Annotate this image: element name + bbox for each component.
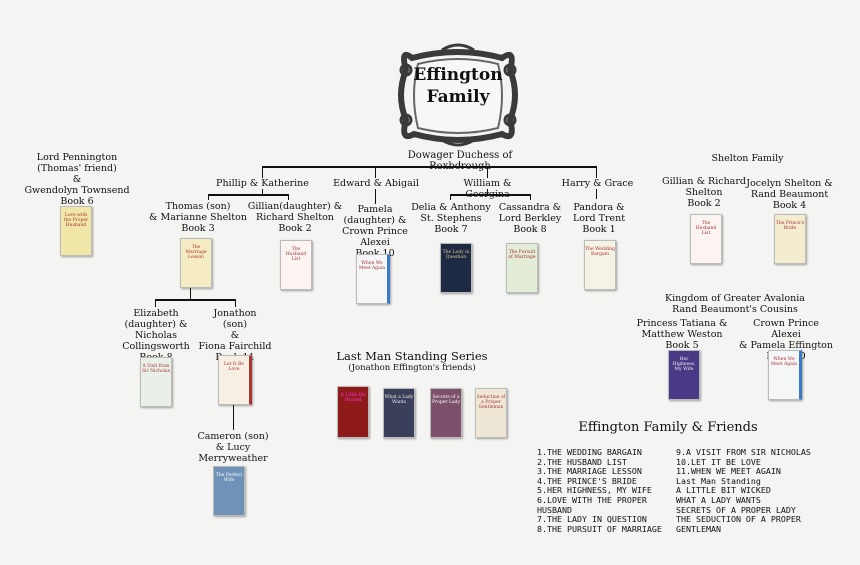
person-elizabeth: Elizabeth (daughter) & Nicholas Collings… [122, 308, 190, 363]
book-title: The Wedding Bargain [585, 247, 615, 257]
tree-line [155, 299, 156, 307]
tree-line [375, 166, 376, 178]
book-cover-lord: Love with the Proper Husband [60, 206, 92, 256]
book-title: The Husband List [285, 247, 307, 262]
tree-line [208, 194, 288, 196]
couple-william: William & Georgina [463, 178, 512, 200]
book-cover-cameron: The Perfect Wife [213, 466, 245, 516]
tree-line [375, 189, 376, 204]
book-title: When We Meet Again [358, 261, 386, 271]
tree-line [190, 286, 191, 300]
book-cover-lms-1: A Little Bit Wicked [337, 386, 369, 438]
couple-phillip: Phillip & Katherine [216, 178, 309, 189]
tree-line [235, 299, 236, 307]
couple-edward: Edward & Abigail [333, 178, 419, 189]
ornate-title-frame [398, 43, 518, 147]
book-cover-alexei: When We Meet Again [768, 350, 802, 400]
book-title: When We Meet Again [770, 357, 798, 367]
book-cover-elizabeth: A Visit from Sir Nicholas [140, 357, 172, 407]
book-title: A Visit from Sir Nicholas [141, 364, 171, 374]
tree-line [233, 404, 234, 430]
person-cameron: Cameron (son) & Lucy Merryweather [197, 431, 269, 464]
friends-title: Effington Family & Friends [578, 420, 758, 435]
tree-line [155, 299, 235, 301]
book-title: The Perfect Wife [215, 473, 243, 483]
book-cover-delia: The Lady in Question [440, 243, 472, 293]
person-gillian-daughter: Gillian(daughter) & Richard Shelton Book… [247, 201, 343, 234]
tree-line [450, 194, 530, 196]
book-title: Let It Be Love [224, 362, 244, 372]
book-title: Her Highness, My Wife [672, 357, 696, 372]
tree-line [288, 194, 289, 200]
couple-harry: Harry & Grace [561, 178, 634, 189]
book-title: Love with the Proper Husband [63, 213, 89, 228]
person-tatiana: Princess Tatiana & Matthew Weston Book 5 [636, 318, 728, 351]
book-title: A Little Bit Wicked [340, 393, 366, 403]
book-title: The Lady in Question [442, 250, 470, 260]
tree-line [487, 166, 488, 178]
book-cover-jonathon: Let It Be Love [218, 355, 252, 405]
book-title: The Pursuit of Marriage [508, 250, 536, 260]
lms-title: Last Man Standing Series [336, 349, 488, 363]
person-lord-pennington: Lord Pennington (Thomas' friend) & Gwend… [24, 152, 130, 207]
book-title: Secrets of a Proper Lady [431, 395, 461, 405]
avalonia-heading: Kingdom of Greater Avalonia Rand Beaumon… [665, 293, 805, 315]
lms-subtitle: (Jonathon Effington's friends) [348, 363, 476, 373]
tree-line [596, 189, 597, 199]
tree-line [450, 194, 451, 200]
person-cassandra: Cassandra & Lord Berkley Book 8 [498, 202, 562, 235]
book-list-left: 1.THE WEDDING BARGAIN 2.THE HUSBAND LIST… [537, 447, 662, 534]
tree-line [459, 161, 460, 167]
shelton-family-heading: Shelton Family [711, 153, 784, 164]
tree-line [596, 166, 597, 178]
book-title: What a Lady Wants [384, 395, 414, 405]
tree-line [262, 166, 263, 178]
book-cover-lms-3: Secrets of a Proper Lady [430, 388, 462, 438]
tree-line [262, 189, 263, 195]
person-jocelyn: Jocelyn Shelton & Rand Beaumont Book 4 [746, 178, 833, 211]
person-pamela: Pamela (daughter) & Crown Prince Alexei … [342, 204, 408, 259]
family-title: Effington Family [392, 64, 524, 108]
book-cover-pamela: When We Meet Again [356, 254, 390, 304]
tree-line [262, 166, 597, 168]
book-cover-thomas: The Marriage Lesson [180, 238, 212, 288]
tree-line [530, 194, 531, 200]
book-cover-gillian-richard: The Husband List [690, 214, 722, 264]
book-cover-gillian: The Husband List [280, 240, 312, 290]
root-name: Dowager Duchess of Roxborough [407, 150, 513, 172]
person-gillian-richard: Gillian & Richard Shelton Book 2 [662, 176, 746, 209]
book-title: Seduction of a Proper Gentleman [476, 395, 506, 410]
book-cover-tatiana: Her Highness, My Wife [668, 350, 700, 400]
book-cover-jocelyn: The Prince's Bride [774, 214, 806, 264]
title-line2: Family [426, 87, 490, 107]
person-thomas: Thomas (son) & Marianne Shelton Book 3 [149, 201, 247, 234]
book-title: The Marriage Lesson [185, 245, 207, 260]
book-title: The Husband List [695, 221, 717, 236]
tree-line [208, 194, 209, 200]
person-pandora: Pandora & Lord Trent Book 1 [572, 202, 626, 235]
book-cover-pandora: The Wedding Bargain [584, 240, 616, 290]
tree-line [487, 189, 488, 195]
book-cover-lms-2: What a Lady Wants [383, 388, 415, 438]
book-title: The Prince's Bride [775, 221, 805, 231]
person-delia: Delia & Anthony St. Stephens Book 7 [411, 202, 491, 235]
book-list-right: 9.A VISIT FROM SIR NICHOLAS 10.LET IT BE… [676, 447, 811, 534]
title-line1: Effington [413, 65, 503, 85]
book-cover-cassandra: The Pursuit of Marriage [506, 243, 538, 293]
book-cover-lms-4: Seduction of a Proper Gentleman [475, 388, 507, 438]
